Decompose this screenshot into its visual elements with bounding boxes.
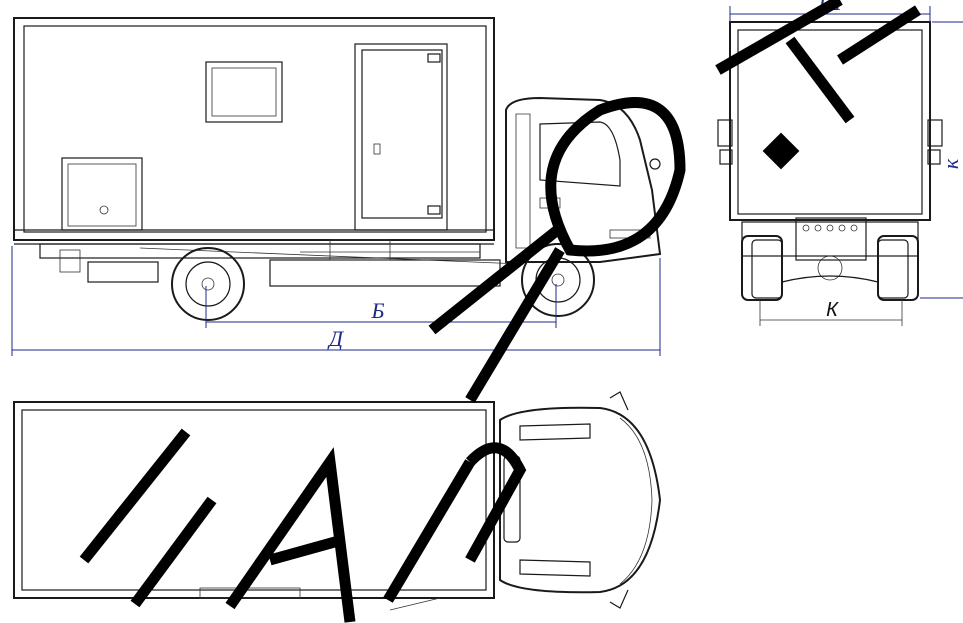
body-door bbox=[354, 43, 448, 231]
side-hatch bbox=[61, 157, 143, 231]
top-view bbox=[13, 391, 662, 611]
watermark-logo bbox=[79, 0, 921, 623]
height-label: к bbox=[938, 158, 963, 169]
track-dimension: К bbox=[759, 299, 903, 326]
overall-length-label: Д bbox=[327, 326, 344, 351]
track-label: К bbox=[826, 299, 839, 321]
overall-length-dimension: Д bbox=[11, 246, 661, 356]
height-dimension: к bbox=[920, 21, 963, 299]
side-view: Б Д bbox=[11, 17, 662, 356]
rear-view: Ш к К bbox=[717, 0, 963, 326]
rear-wheel bbox=[171, 247, 245, 321]
chassis bbox=[39, 239, 521, 287]
wheelbase-label: Б bbox=[371, 298, 385, 323]
body-window bbox=[205, 61, 283, 123]
wheelbase-dimension: Б bbox=[205, 284, 557, 328]
